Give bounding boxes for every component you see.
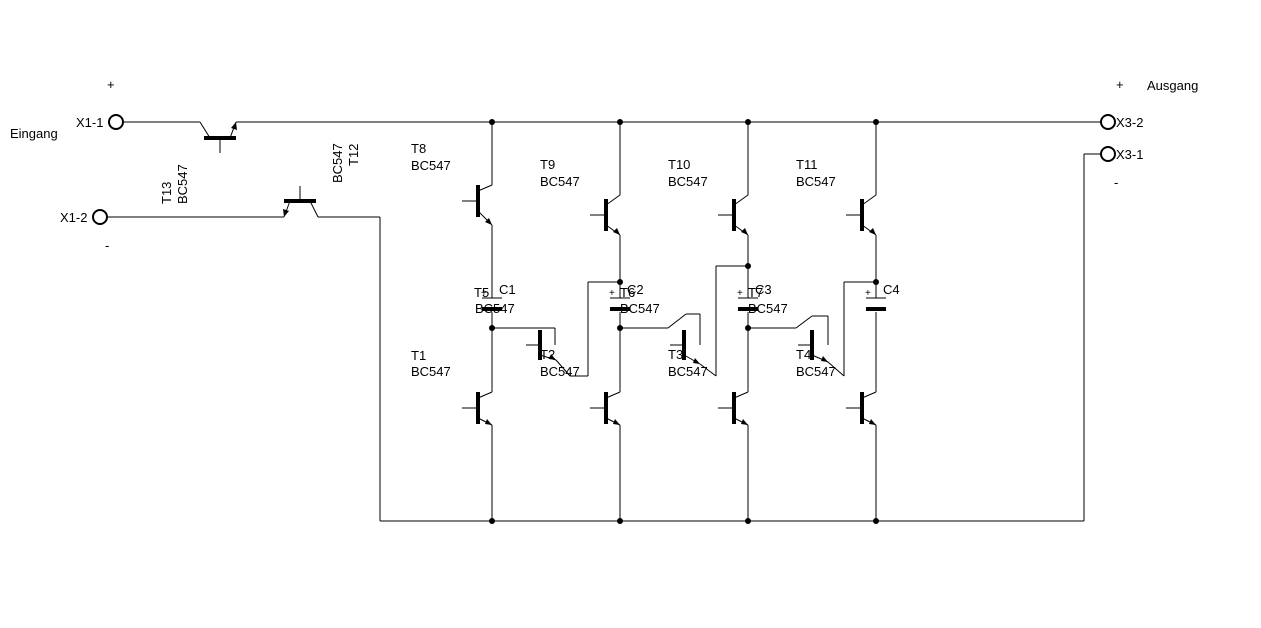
transistor-t13 [199, 121, 237, 153]
t1-name: T1 [411, 348, 426, 363]
t4-name: T4 [796, 347, 811, 362]
c3-label: C3 [755, 282, 772, 297]
t6-type: BC547 [620, 301, 660, 316]
transistor-t3 [620, 265, 748, 377]
capacitor-c3 [738, 297, 758, 311]
terminal-x3-1-label: X3-1 [1116, 147, 1143, 162]
c4-label: C4 [883, 282, 900, 297]
c1-label: C1 [499, 282, 516, 297]
capacitor-c4 [866, 297, 886, 311]
transistor-t12 [283, 186, 319, 218]
t7-type: BC547 [748, 301, 788, 316]
terminal-x3-1 [1100, 146, 1116, 162]
t5-name: T5 [474, 285, 489, 300]
column-wires [491, 122, 877, 521]
t3-type: BC547 [668, 364, 708, 379]
transistor-t11 [846, 194, 877, 236]
terminal-x1-1 [108, 114, 124, 130]
t6-name: T6 [620, 285, 635, 300]
c1-plus: + [481, 288, 487, 299]
transistor-lower-2 [590, 391, 621, 426]
t9-type: BC547 [540, 174, 580, 189]
input-minus: - [105, 238, 109, 253]
transistor-t8 [462, 184, 493, 226]
transistor-t10 [718, 194, 749, 236]
input-label: Eingang [10, 126, 58, 141]
output-minus: - [1114, 175, 1118, 190]
input-minus-wire [108, 216, 381, 521]
junction-dots [489, 119, 879, 524]
transistor-t9 [590, 194, 621, 236]
t12-type: BC547 [330, 143, 345, 183]
t8-name: T8 [411, 141, 426, 156]
t5-type: BC547 [475, 301, 515, 316]
t7-name: T7 [748, 285, 763, 300]
t12-name: T12 [346, 144, 361, 166]
transistor-t1 [462, 391, 493, 426]
transistor-t4 [748, 281, 876, 377]
c2-label: C2 [627, 282, 644, 297]
t13-name: T13 [159, 182, 174, 204]
t4-type: BC547 [796, 364, 836, 379]
capacitor-c1 [482, 297, 502, 311]
t8-type: BC547 [411, 158, 451, 173]
input-plus: + [107, 77, 115, 92]
t13-type: BC547 [175, 164, 190, 204]
output-plus: + [1116, 77, 1124, 92]
transistor-t2 [492, 281, 620, 377]
terminal-x3-2 [1100, 114, 1116, 130]
capacitor-c2 [610, 297, 630, 311]
t1-type: BC547 [411, 364, 451, 379]
t11-type: BC547 [796, 174, 836, 189]
output-label: Ausgang [1147, 78, 1198, 93]
t10-type: BC547 [668, 174, 708, 189]
terminal-x3-2-label: X3-2 [1116, 115, 1143, 130]
transistor-lower-3 [718, 391, 749, 426]
c2-plus: + [609, 288, 615, 299]
c4-plus: + [865, 288, 871, 299]
transistor-lower-4 [846, 391, 877, 426]
t3-name: T3 [668, 347, 683, 362]
terminal-x1-2-label: X1-2 [60, 210, 87, 225]
t10-name: T10 [668, 157, 690, 172]
c3-plus: + [737, 288, 743, 299]
t11-name: T11 [796, 157, 817, 172]
terminal-x1-2 [92, 209, 108, 225]
t9-name: T9 [540, 157, 555, 172]
t2-name: T2 [540, 347, 555, 362]
bottom-rail [380, 153, 1100, 522]
terminal-x1-1-label: X1-1 [76, 115, 103, 130]
t2-type: BC547 [540, 364, 580, 379]
